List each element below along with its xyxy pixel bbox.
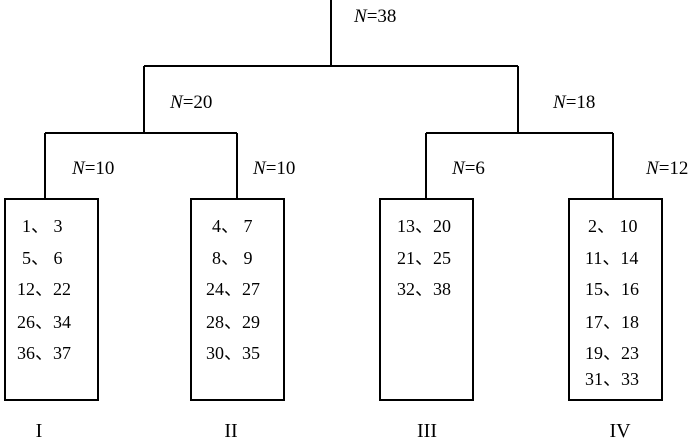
tree-edges — [44, 0, 614, 199]
group-4-roman-label: IV — [609, 420, 631, 438]
group-1-count-label: N=10 — [71, 158, 114, 179]
list-item: 36、37 — [17, 343, 71, 363]
list-item: 11、14 — [585, 248, 638, 268]
group-2-items: 4、 7 8、 9 24、27 28、29 30、35 — [206, 216, 260, 363]
group-2-roman-label: II — [224, 420, 237, 438]
group-3-box — [379, 198, 474, 401]
right-branch-count-label: N=18 — [552, 92, 595, 113]
group-4-count-label: N=12 — [645, 158, 688, 179]
group-1-box — [4, 198, 99, 401]
list-item: 21、25 — [397, 248, 451, 268]
root-count-label: N=38 — [353, 6, 396, 27]
group-4-box — [568, 198, 663, 401]
list-item: 26、34 — [17, 312, 71, 332]
list-item: 30、35 — [206, 343, 260, 363]
list-item: 24、27 — [206, 279, 260, 299]
list-item: 4、 7 — [212, 216, 253, 236]
list-item: 32、38 — [397, 279, 451, 299]
list-item: 28、29 — [206, 312, 260, 332]
group-1-items: 1、 3 5、 6 12、22 26、34 36、37 — [17, 216, 71, 363]
list-item: 15、16 — [585, 279, 639, 299]
list-item: 8、 9 — [212, 248, 253, 268]
group-1-roman-label: I — [36, 420, 43, 438]
list-item: 12、22 — [17, 279, 71, 299]
list-item: 2、 10 — [588, 216, 638, 236]
group-3-count-label: N=6 — [451, 158, 485, 179]
left-branch-count-label: N=20 — [169, 92, 212, 113]
list-item: 17、18 — [585, 312, 639, 332]
group-3-roman-label: III — [417, 420, 437, 438]
list-item: 1、 3 — [22, 216, 63, 236]
list-item: 13、20 — [397, 216, 451, 236]
list-item: 19、23 — [585, 343, 639, 363]
group-2-count-label: N=10 — [252, 158, 295, 179]
group-3-items: 13、20 21、25 32、38 — [397, 216, 451, 299]
group-2-box — [190, 198, 285, 401]
group-4-items: 2、 10 11、14 15、16 17、18 19、23 31、33 — [585, 216, 639, 389]
list-item: 5、 6 — [22, 248, 63, 268]
list-item: 31、33 — [585, 369, 639, 389]
